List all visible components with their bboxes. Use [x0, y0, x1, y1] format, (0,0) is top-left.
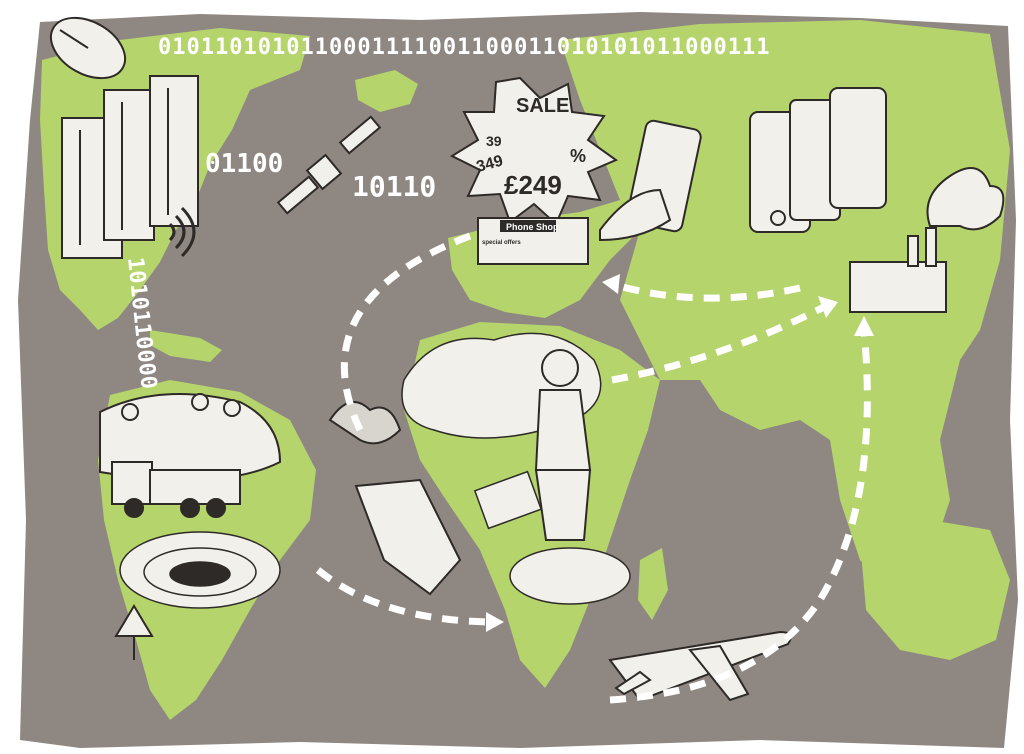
- phone-shop-sign: Phone Shop: [506, 222, 559, 232]
- arrowhead-africa: [486, 612, 504, 632]
- percent-sign: %: [570, 146, 586, 166]
- cargo-ship-icon: [328, 401, 462, 596]
- price-prefix: 39: [486, 133, 502, 149]
- disassembled-phone-icon: [749, 87, 887, 233]
- open-pit-mine-icon: [119, 531, 281, 609]
- factory-icon: [849, 167, 1005, 313]
- sale-starburst: SALE 39 349 £249 %: [449, 76, 619, 226]
- server-racks-icon: [61, 75, 199, 259]
- arrow-americas-to-africa: [315, 567, 491, 626]
- caribbean-land: [150, 330, 222, 362]
- boy-figure-icon: [534, 349, 592, 541]
- greenland: [355, 70, 418, 112]
- binary-stream-top: 0101101010110001111001100011010101011000…: [158, 35, 771, 60]
- warning-sign-icon: [114, 604, 154, 660]
- arrow-factory-to-europe: [611, 280, 801, 302]
- airplane-icon: [608, 630, 792, 702]
- australia-landmass: [860, 520, 1010, 660]
- price-small: 349: [475, 153, 505, 176]
- phone-shop-subtext: special offers: [482, 240, 521, 246]
- arrow-europe-to-africa: [340, 232, 472, 432]
- wifi-signal-icon: [168, 206, 196, 258]
- arrow-africa-to-factory: [611, 302, 828, 384]
- arrowhead-factory-left: [818, 296, 838, 318]
- arrow-plane-to-factory: [609, 329, 871, 704]
- arrowhead-factory-bottom: [854, 316, 874, 336]
- price-main: £249: [504, 170, 562, 200]
- mine-workers-icon: [99, 393, 282, 481]
- hand-holding-phone-icon: [599, 119, 702, 242]
- madagascar: [638, 548, 668, 620]
- dump-truck-icon: [111, 461, 241, 518]
- sale-word: SALE: [516, 95, 569, 117]
- satellite-icon: [276, 115, 382, 215]
- binary-stream-mid-right: 10110: [352, 170, 436, 203]
- phone-shop: Phone Shop special offers: [477, 217, 589, 265]
- flow-arrows: [315, 232, 874, 704]
- arrowhead-europe: [602, 274, 620, 294]
- e-waste-pile-icon: [473, 470, 631, 605]
- binary-stream-mid-left: 01100: [205, 149, 283, 179]
- satellite-dish-icon: [50, 16, 126, 80]
